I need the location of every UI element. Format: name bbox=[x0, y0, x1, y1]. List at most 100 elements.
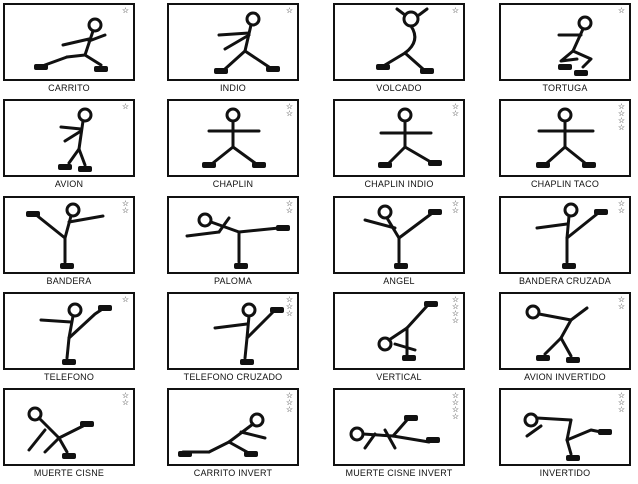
figure-label: CARRITO INVERT bbox=[193, 468, 273, 478]
stick-figure-avion bbox=[58, 107, 93, 172]
star-icon: ☆ bbox=[285, 199, 294, 208]
stick-figure-carrito-invert bbox=[178, 412, 267, 457]
figure-label: CHAPLIN INDIO bbox=[364, 179, 434, 189]
figure-label: BANDERA bbox=[46, 276, 92, 286]
difficulty-stars: ☆☆☆ bbox=[285, 295, 294, 318]
figure-box: ☆ bbox=[3, 292, 135, 370]
star-icon: ☆ bbox=[121, 206, 130, 215]
star-icon: ☆ bbox=[451, 109, 460, 118]
figure-box: ☆ bbox=[499, 3, 631, 81]
stick-figure-vertical bbox=[377, 301, 438, 361]
star-icon: ☆ bbox=[451, 391, 460, 400]
difficulty-stars: ☆☆☆☆ bbox=[451, 296, 460, 325]
difficulty-stars: ☆ bbox=[451, 6, 460, 15]
star-icon: ☆ bbox=[451, 398, 460, 407]
figure-label: MUERTE CISNE bbox=[33, 468, 105, 478]
star-icon: ☆ bbox=[617, 206, 626, 215]
figure-label: VERTICAL bbox=[376, 372, 422, 382]
difficulty-stars: ☆☆ bbox=[285, 103, 294, 118]
difficulty-stars: ☆☆☆☆ bbox=[451, 391, 460, 421]
star-icon: ☆ bbox=[121, 398, 130, 407]
figure-card-avion-invertido: ☆☆AVION INVERTIDO bbox=[499, 292, 637, 388]
difficulty-stars: ☆☆ bbox=[121, 199, 130, 215]
figure-card-chaplin-taco: ☆☆☆☆ CHAPLIN TACO bbox=[499, 99, 637, 195]
star-icon: ☆ bbox=[451, 199, 460, 208]
difficulty-stars: ☆ bbox=[121, 6, 130, 15]
difficulty-stars: ☆☆☆ bbox=[285, 391, 294, 414]
figure-card-avion: ☆ AVION bbox=[3, 99, 141, 195]
figure-card-carrito: ☆CARRITO bbox=[3, 3, 141, 99]
figure-label: PALOMA bbox=[213, 276, 253, 286]
star-icon: ☆ bbox=[121, 199, 130, 208]
stick-figure-tortuga bbox=[557, 15, 593, 76]
figure-box: ☆☆ bbox=[333, 196, 465, 274]
star-icon: ☆ bbox=[617, 199, 626, 208]
figure-label: MUERTE CISNE INVERT bbox=[345, 468, 453, 478]
figure-card-carrito-invert: ☆☆☆CARRITO INVERT bbox=[167, 388, 305, 484]
figure-label: TELEFONO bbox=[43, 372, 95, 382]
star-icon: ☆ bbox=[285, 295, 294, 304]
stick-figure-angel bbox=[363, 204, 442, 269]
star-icon: ☆ bbox=[121, 391, 130, 400]
figure-card-telefono-cruzado: ☆☆☆ TELEFONO CRUZADO bbox=[167, 292, 305, 388]
star-icon: ☆ bbox=[285, 109, 294, 118]
figure-card-muerte-cisne-invert: ☆☆☆☆ MUERTE CISNE INVERT bbox=[333, 388, 471, 484]
star-icon: ☆ bbox=[285, 302, 294, 311]
star-icon: ☆ bbox=[121, 102, 130, 111]
stick-figure-volcado bbox=[376, 7, 434, 74]
figure-box: ☆☆☆☆ bbox=[333, 388, 465, 466]
stick-figure-chaplin-indio bbox=[378, 107, 442, 168]
difficulty-stars: ☆☆ bbox=[617, 295, 626, 311]
star-icon: ☆ bbox=[285, 398, 294, 407]
stick-figure-telefono bbox=[39, 302, 112, 365]
stick-figure-bandera bbox=[26, 202, 105, 269]
star-icon: ☆ bbox=[617, 405, 626, 414]
figure-card-telefono: ☆ TELEFONO bbox=[3, 292, 141, 388]
figure-box: ☆ bbox=[3, 3, 135, 81]
star-icon: ☆ bbox=[451, 316, 460, 325]
figure-box: ☆☆ bbox=[167, 196, 299, 274]
difficulty-stars: ☆ bbox=[121, 296, 130, 304]
stick-figure-muerte-cisne-invert bbox=[349, 415, 440, 450]
figure-label: CHAPLIN TACO bbox=[530, 179, 600, 189]
figure-box: ☆☆ bbox=[499, 292, 631, 370]
star-icon: ☆ bbox=[285, 206, 294, 215]
figure-card-vertical: ☆☆☆☆ VERTICAL bbox=[333, 292, 471, 388]
figure-label: AVION bbox=[54, 179, 84, 189]
star-icon: ☆ bbox=[451, 206, 460, 215]
stick-figure-invertido bbox=[523, 412, 612, 461]
difficulty-stars: ☆ bbox=[121, 102, 130, 111]
figure-card-volcado: ☆ VOLCADO bbox=[333, 3, 471, 99]
figure-box: ☆ bbox=[167, 3, 299, 81]
figure-box: ☆☆ bbox=[3, 388, 135, 466]
star-icon: ☆ bbox=[285, 391, 294, 400]
difficulty-stars: ☆☆ bbox=[285, 199, 294, 215]
figure-card-muerte-cisne: ☆☆ MUERTE CISNE bbox=[3, 388, 141, 484]
figure-label: TELEFONO CRUZADO bbox=[183, 372, 283, 382]
stick-figure-avion-invertido bbox=[525, 304, 589, 363]
star-icon: ☆ bbox=[451, 6, 460, 15]
figure-card-chaplin-indio: ☆☆CHAPLIN INDIO bbox=[333, 99, 471, 195]
stick-figure-muerte-cisne bbox=[27, 406, 94, 459]
star-icon: ☆ bbox=[617, 295, 626, 304]
figure-label: VOLCADO bbox=[376, 83, 422, 93]
figure-box: ☆ bbox=[3, 99, 135, 177]
figure-card-angel: ☆☆ ANGEL bbox=[333, 196, 471, 292]
star-icon: ☆ bbox=[617, 109, 626, 118]
figure-label: INDIO bbox=[219, 83, 246, 93]
difficulty-stars: ☆☆☆☆ bbox=[617, 103, 626, 132]
figure-box: ☆☆☆☆ bbox=[333, 292, 465, 370]
star-icon: ☆ bbox=[285, 405, 294, 414]
figure-card-bandera-cruzada: ☆☆BANDERA CRUZADA bbox=[499, 196, 637, 292]
star-icon: ☆ bbox=[451, 405, 460, 414]
figure-box: ☆☆ bbox=[167, 99, 299, 177]
star-icon: ☆ bbox=[121, 6, 130, 15]
star-icon: ☆ bbox=[617, 6, 626, 15]
figure-label: ANGEL bbox=[383, 276, 415, 286]
figure-card-bandera: ☆☆ BANDERA bbox=[3, 196, 141, 292]
stick-figure-chaplin-taco bbox=[536, 107, 596, 168]
stick-figure-carrito bbox=[34, 17, 108, 72]
figure-card-chaplin: ☆☆CHAPLIN bbox=[167, 99, 305, 195]
star-icon: ☆ bbox=[617, 391, 626, 400]
stick-figure-paloma bbox=[185, 212, 290, 269]
